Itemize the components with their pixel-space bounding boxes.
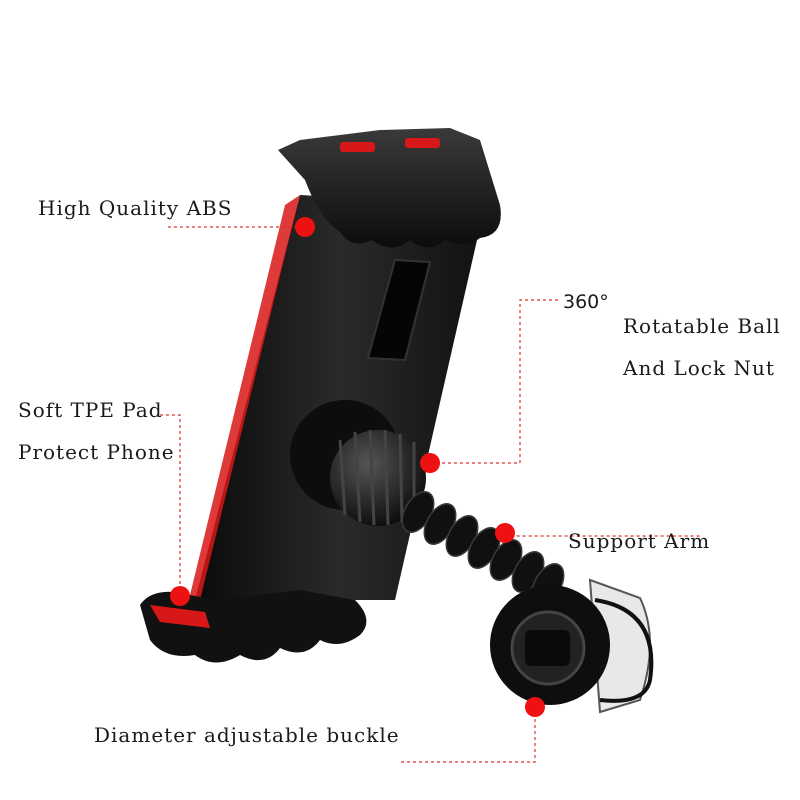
marker-pad: [170, 586, 190, 606]
callout-markers: [170, 217, 545, 717]
leader-arm: [504, 532, 700, 537]
marker-arm: [495, 523, 515, 543]
marker-buckle: [525, 697, 545, 717]
callout-pad-label-line1: Soft TPE Pad: [18, 398, 163, 422]
top-clamp: [278, 128, 501, 248]
callout-buckle-label: Diameter adjustable buckle: [94, 723, 400, 747]
marker-rotation: [420, 453, 440, 473]
headrest-buckle: [490, 578, 654, 714]
marker-material: [295, 217, 315, 237]
leader-buckle: [400, 707, 536, 763]
callout-rotation-degree-label: 360°: [563, 291, 609, 313]
callout-pad-label-line2: Protect Phone: [18, 440, 175, 464]
callout-rotation-label-line1: Rotatable Ball: [623, 314, 781, 338]
bottom-clamp: [140, 590, 367, 663]
callout-arm-label: Support Arm: [568, 529, 711, 553]
callout-material-label: High Quality ABS: [38, 196, 233, 220]
ball-joint: [290, 400, 426, 526]
leader-lines: [160, 226, 700, 763]
callout-rotation-label-line2: And Lock Nut: [623, 356, 775, 380]
leader-rotation: [430, 299, 560, 464]
leader-pad: [160, 414, 181, 596]
